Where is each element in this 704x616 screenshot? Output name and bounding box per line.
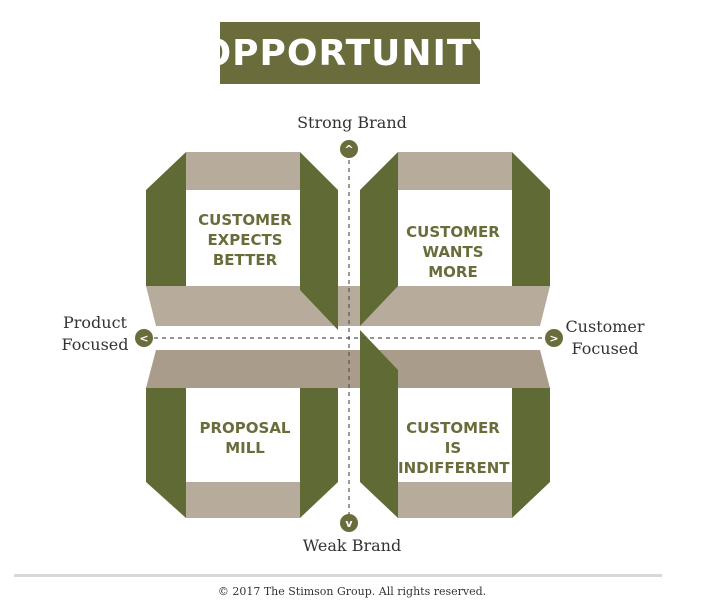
chevron-up-icon: ^: [340, 140, 358, 158]
chevron-down-icon: v: [340, 514, 358, 532]
ribbon-band-top-left: [186, 152, 300, 190]
ribbon-strip-bl-right: [300, 388, 338, 518]
quadrant-line: WANTS MORE: [422, 243, 484, 281]
axis-label-line: Focused: [571, 339, 639, 358]
copyright-footer: © 2017 The Stimson Group. All rights res…: [217, 585, 487, 598]
ribbon-band-middle-lower: [146, 350, 550, 388]
axis-label-line: Customer: [565, 317, 645, 336]
quadrant-line: INDIFFERENT: [398, 459, 510, 477]
ribbon-strip-tl-left: [146, 152, 186, 286]
quadrant-line: CUSTOMER IS: [406, 419, 500, 457]
quadrant-customer-is-indifferent: CUSTOMER IS INDIFFERENT: [398, 418, 510, 478]
panel-bottom-left: [186, 390, 300, 480]
ribbon-strip-tr-left: [360, 152, 398, 326]
quadrant-customer-expects-better: CUSTOMER EXPECTS BETTER: [190, 210, 300, 270]
quadrant-line: EXPECTS: [207, 231, 283, 249]
quadrant-line: MILL: [225, 439, 265, 457]
quadrant-line: CUSTOMER: [406, 223, 500, 241]
quadrant-proposal-mill: PROPOSAL MILL: [190, 418, 300, 458]
axis-label-strong-brand: Strong Brand: [297, 113, 407, 132]
footer-divider: [14, 574, 662, 577]
quadrant-customer-wants-more: CUSTOMER WANTS MORE: [398, 222, 508, 282]
quadrant-line: CUSTOMER: [198, 211, 292, 229]
ribbon-strip-bl-left: [146, 388, 186, 518]
ribbon-strip-br-right: [512, 388, 550, 518]
ribbon-strip-br-left: [360, 330, 398, 518]
quadrant-line: BETTER: [212, 251, 278, 269]
axis-label-weak-brand: Weak Brand: [302, 536, 402, 555]
panel-bottom-right: [398, 390, 512, 480]
ribbon-band-bottom-left: [186, 482, 300, 518]
ribbon-band-bottom-right: [398, 482, 512, 518]
page-title: OPPORTUNITY: [200, 22, 499, 84]
panel-top-left: [186, 192, 300, 284]
axis-label-line: Focused: [61, 335, 129, 354]
ribbon-strip-tl-right: [300, 152, 338, 330]
chevron-left-icon: <: [135, 329, 153, 347]
axis-label-customer-focused: Customer Focused: [560, 316, 650, 360]
axis-label-line: Product: [63, 313, 127, 332]
chevron-right-icon: >: [545, 329, 563, 347]
ribbon-band-middle-upper: [146, 286, 550, 326]
ribbon-band-top-right: [398, 152, 512, 190]
quadrant-line: PROPOSAL: [199, 419, 291, 437]
axis-label-product-focused: Product Focused: [50, 312, 140, 356]
panel-top-right: [398, 192, 512, 284]
ribbon-strip-tr-right: [512, 152, 550, 286]
